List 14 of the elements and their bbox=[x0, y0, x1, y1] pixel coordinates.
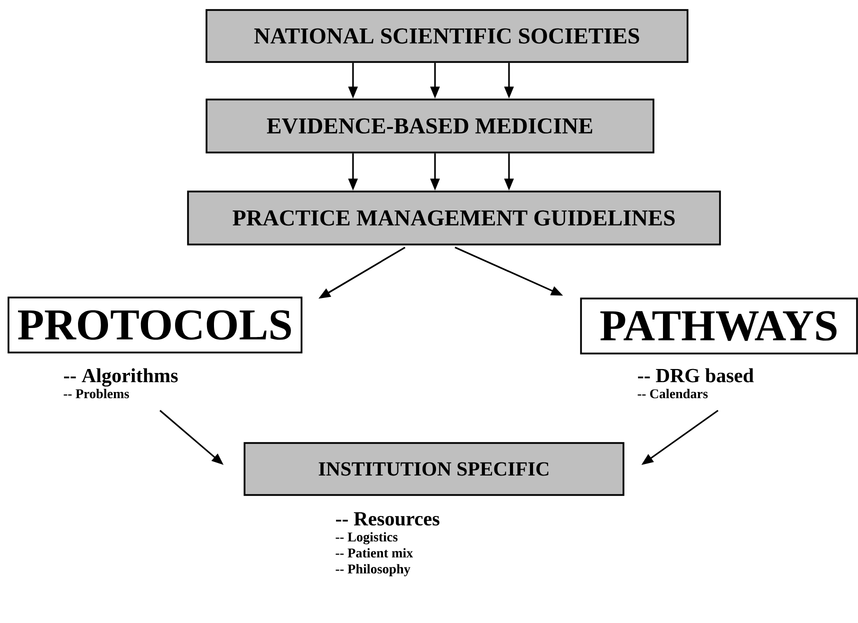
list-item: -- Philosophy bbox=[336, 564, 410, 576]
list-item: -- Logistics bbox=[336, 532, 398, 544]
list-item: -- Algorithms bbox=[64, 368, 178, 387]
process-box: INSTITUTION SPECIFIC bbox=[244, 442, 624, 496]
process-box: NATIONAL SCIENTIFIC SOCIETIES bbox=[206, 9, 688, 63]
list-item: -- Calendars bbox=[638, 388, 708, 398]
process-box: EVIDENCE-BASED MEDICINE bbox=[206, 98, 654, 154]
list-item: -- Patient mix bbox=[336, 548, 413, 558]
list-item: -- Problems bbox=[64, 388, 129, 398]
list-item: -- Resources bbox=[336, 512, 440, 526]
process-box: PATHWAYS bbox=[580, 298, 858, 354]
process-box: PROTOCOLS bbox=[8, 296, 302, 354]
process-box: PRACTICE MANAGEMENT GUIDELINES bbox=[187, 190, 721, 246]
list-item: -- DRG based bbox=[638, 368, 754, 382]
